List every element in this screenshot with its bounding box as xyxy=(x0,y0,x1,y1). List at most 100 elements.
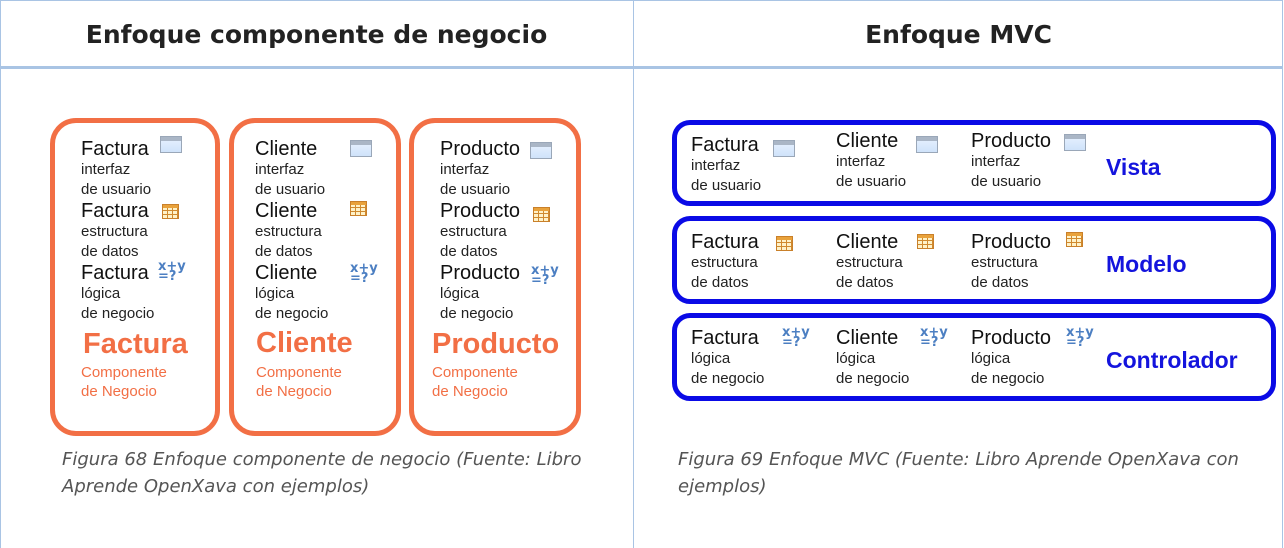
cell-name: Producto xyxy=(971,231,1052,253)
component-title: Cliente xyxy=(256,327,353,359)
entry-desc-line1: estructura xyxy=(81,223,148,240)
table-grid-icon xyxy=(776,236,793,251)
mvc-row-label: Vista xyxy=(1106,154,1161,180)
entry-desc-line2: de datos xyxy=(440,243,498,260)
formula-xy-icon: x+y=? xyxy=(531,263,559,288)
entry-name: Cliente xyxy=(255,262,318,284)
entry-desc-line2: de datos xyxy=(81,243,139,260)
table-grid-icon xyxy=(917,234,934,249)
table-grid-icon xyxy=(533,207,550,222)
table-grid-icon xyxy=(350,201,367,216)
cell-name: Cliente xyxy=(836,327,899,349)
component-subtitle-line2: de Negocio xyxy=(81,383,157,400)
component-subtitle-line1: Componente xyxy=(81,364,167,381)
cell-desc-line1: estructura xyxy=(836,254,903,271)
component-title: Factura xyxy=(83,328,188,360)
entry-desc-line1: interfaz xyxy=(255,161,305,178)
card-entry: Cliente lógica de negocio xyxy=(255,262,328,324)
card-entry: Factura interfaz de usuario xyxy=(81,138,151,200)
cell-desc-line2: de negocio xyxy=(691,370,765,387)
table-grid-icon xyxy=(1066,232,1083,247)
window-icon xyxy=(350,140,372,157)
window-icon xyxy=(773,140,795,157)
cell-desc-line1: lógica xyxy=(836,350,876,367)
column-divider xyxy=(633,0,634,548)
entry-name: Producto xyxy=(440,200,521,222)
entry-name: Producto xyxy=(440,138,521,160)
entry-desc-line2: de usuario xyxy=(440,181,511,198)
entry-desc-line2: de negocio xyxy=(255,305,329,322)
window-icon xyxy=(160,136,182,153)
mvc-cell: Factura lógica de negocio xyxy=(691,327,764,389)
mvc-row-label: Controlador xyxy=(1106,347,1238,373)
mvc-cell: Cliente estructura de datos xyxy=(836,231,903,293)
figure-69-caption: Figura 69 Enfoque MVC (Fuente: Libro Apr… xyxy=(678,449,1239,497)
entry-desc-line2: de datos xyxy=(255,243,313,260)
component-subtitle-line2: de Negocio xyxy=(256,383,332,400)
card-entry: Producto interfaz de usuario xyxy=(440,138,520,200)
entry-desc-line1: lógica xyxy=(81,285,121,302)
card-entry: Cliente estructura de datos xyxy=(255,200,322,262)
cell-desc-line1: estructura xyxy=(971,254,1038,271)
mvc-cell: Producto interfaz de usuario xyxy=(971,130,1051,192)
entry-name: Cliente xyxy=(255,138,318,160)
entry-name: Factura xyxy=(81,200,149,222)
cell-name: Factura xyxy=(691,327,759,349)
entry-desc-line2: de negocio xyxy=(440,305,514,322)
entry-desc-line2: de usuario xyxy=(255,181,326,198)
card-entry: Factura estructura de datos xyxy=(81,200,149,262)
entry-desc-line1: lógica xyxy=(440,285,480,302)
cell-name: Producto xyxy=(971,130,1052,152)
formula-xy-icon: x+y=? xyxy=(782,325,810,350)
cell-name: Cliente xyxy=(836,231,899,253)
component-card-producto xyxy=(409,118,581,436)
entry-name: Cliente xyxy=(255,200,318,222)
cell-desc-line2: de datos xyxy=(691,274,749,291)
entry-desc-line1: estructura xyxy=(255,223,322,240)
cell-desc-line2: de usuario xyxy=(971,173,1042,190)
entry-desc-line1: estructura xyxy=(440,223,507,240)
cell-desc-line1: interfaz xyxy=(836,153,886,170)
cell-desc-line1: lógica xyxy=(971,350,1011,367)
right-column-header: Enfoque MVC xyxy=(865,19,1052,49)
cell-desc-line2: de datos xyxy=(971,274,1029,291)
cell-desc-line2: de datos xyxy=(836,274,894,291)
window-icon xyxy=(1064,134,1086,151)
entry-name: Factura xyxy=(81,138,149,160)
entry-desc-line1: lógica xyxy=(255,285,295,302)
cell-desc-line1: interfaz xyxy=(971,153,1021,170)
card-entry: Factura lógica de negocio xyxy=(81,262,154,324)
cell-name: Producto xyxy=(971,327,1052,349)
formula-xy-icon: x+y=? xyxy=(1066,325,1094,350)
entry-name: Producto xyxy=(440,262,521,284)
component-subtitle-line1: Componente xyxy=(256,364,342,381)
mvc-cell: Factura interfaz de usuario xyxy=(691,134,761,196)
component-title: Producto xyxy=(432,328,560,360)
mvc-cell: Cliente lógica de negocio xyxy=(836,327,909,389)
formula-xy-icon: x+y=? xyxy=(158,259,186,284)
window-icon xyxy=(530,142,552,159)
figure-68-caption: Figura 68 Enfoque componente de negocio … xyxy=(62,449,582,497)
card-entry: Cliente interfaz de usuario xyxy=(255,138,325,200)
card-entry: Producto estructura de datos xyxy=(440,200,520,262)
mvc-cell: Factura estructura de datos xyxy=(691,231,759,293)
card-entry: Producto lógica de negocio xyxy=(440,262,520,324)
cell-desc-line1: estructura xyxy=(691,254,758,271)
cell-desc-line2: de usuario xyxy=(691,177,762,194)
header-divider xyxy=(0,66,1283,69)
cell-desc-line1: lógica xyxy=(691,350,731,367)
mvc-cell: Producto estructura de datos xyxy=(971,231,1051,293)
window-icon xyxy=(916,136,938,153)
component-card-factura xyxy=(50,118,220,436)
mvc-row-controlador xyxy=(672,313,1276,401)
mvc-row-vista xyxy=(672,120,1276,206)
entry-name: Factura xyxy=(81,262,149,284)
mvc-cell: Producto lógica de negocio xyxy=(971,327,1051,389)
entry-desc-line2: de negocio xyxy=(81,305,155,322)
left-column-header: Enfoque componente de negocio xyxy=(85,19,548,49)
mvc-cell: Cliente interfaz de usuario xyxy=(836,130,906,192)
entry-desc-line2: de usuario xyxy=(81,181,152,198)
component-subtitle-line1: Componente xyxy=(432,364,518,381)
component-subtitle-line2: de Negocio xyxy=(432,383,508,400)
